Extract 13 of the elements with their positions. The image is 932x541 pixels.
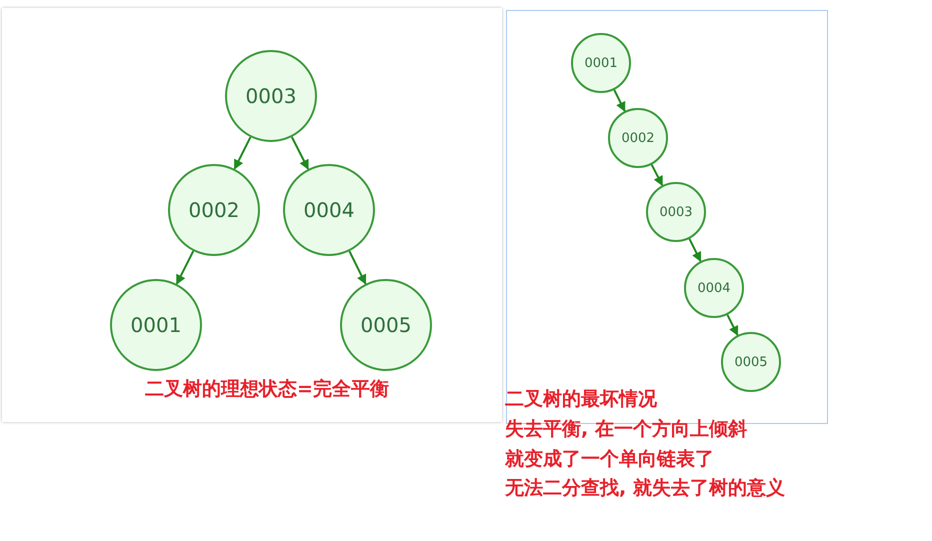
caption-text: 二叉树的理想状态=完全平衡	[145, 378, 389, 401]
arrow	[348, 250, 366, 285]
arrow	[613, 89, 626, 112]
caption-text: 失去平衡, 在一个方向上倾斜	[505, 418, 747, 441]
caption-text: 无法二分查找, 就失去了树的意义	[505, 477, 785, 500]
arrow	[290, 136, 310, 170]
caption-text: 就变成了一个单向链表了	[505, 448, 714, 471]
arrow	[726, 314, 738, 336]
arrow	[176, 250, 194, 285]
arrow	[234, 136, 252, 170]
arrow	[688, 238, 702, 262]
caption-text: 二叉树的最坏情况	[505, 388, 657, 411]
arrow	[650, 164, 664, 186]
